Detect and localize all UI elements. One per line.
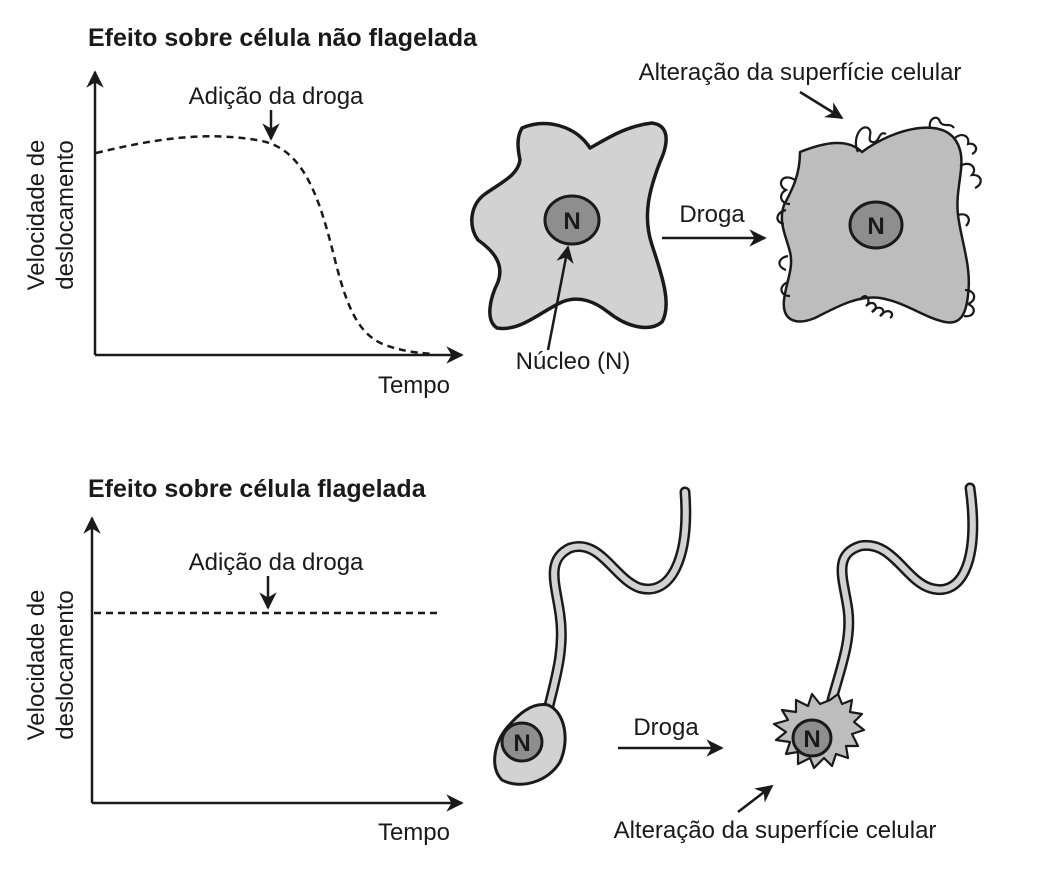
nucleus-flagellated [500, 721, 544, 763]
nucleus-normal [543, 194, 601, 246]
flagellated-cell-before: N [493, 486, 692, 786]
flagellum-after [829, 485, 976, 703]
non-flagellated-cell-before: N Núcleo (N) [470, 121, 668, 375]
top-panel: Efeito sobre célula não flagelada Veloci… [23, 24, 982, 399]
bottom-surface-change-label: Alteração da superfície celular [614, 817, 937, 844]
nucleus-label: Núcleo (N) [516, 348, 631, 375]
non-flagellated-cell-after: N Alteração da superfície celular [639, 59, 982, 324]
top-surface-change-label: Alteração da superfície celular [639, 59, 962, 86]
bottom-y-axis-label-line1: Velocidade de [23, 590, 50, 741]
top-graph: Velocidade de deslocamento Tempo Adição … [23, 70, 464, 399]
nucleus-altered [848, 200, 904, 250]
bottom-x-axis-label: Tempo [378, 819, 450, 846]
top-velocity-curve [95, 135, 433, 356]
top-surface-change-arrow [799, 90, 844, 120]
top-x-axis-label: Tempo [378, 372, 450, 399]
surface-ruffles-top [776, 116, 982, 319]
nucleus-pointer-arrow [546, 245, 574, 351]
top-y-axis-label-line2: deslocamento [52, 140, 79, 289]
flagellated-cell-after: N Alteração da superfície celular [614, 482, 979, 844]
nucleus-letter-normal: N [563, 208, 580, 235]
top-panel-title: Efeito sobre célula não flagelada [88, 24, 478, 52]
top-y-axis-label-line1: Velocidade de [23, 140, 50, 291]
bottom-panel: Efeito sobre célula flagelada Velocidade… [23, 475, 979, 846]
flagellum-outline-after [826, 482, 979, 706]
bottom-drug-transition: Droga [618, 714, 724, 757]
top-drug-arrow-label: Droga [679, 201, 745, 228]
flagellum-outline-before [542, 486, 692, 716]
top-drug-transition: Droga [662, 201, 767, 247]
bottom-surface-change-arrow [737, 784, 774, 813]
nucleus-flagellated-altered [791, 718, 833, 758]
nucleus-letter-altered: N [867, 213, 884, 240]
bottom-y-axis-label-line2: deslocamento [52, 590, 79, 739]
top-drug-addition-label: Adição da droga [189, 83, 364, 110]
nucleus-letter-flagellated-altered: N [803, 726, 820, 753]
bottom-drug-addition-label: Adição da droga [189, 549, 364, 576]
bottom-drug-arrow-label: Droga [633, 714, 699, 741]
bottom-graph: Velocidade de deslocamento Tempo Adição … [23, 516, 464, 846]
bottom-panel-title: Efeito sobre célula flagelada [88, 475, 427, 503]
nucleus-letter-flagellated: N [513, 730, 530, 757]
flagellum-before [545, 489, 689, 713]
